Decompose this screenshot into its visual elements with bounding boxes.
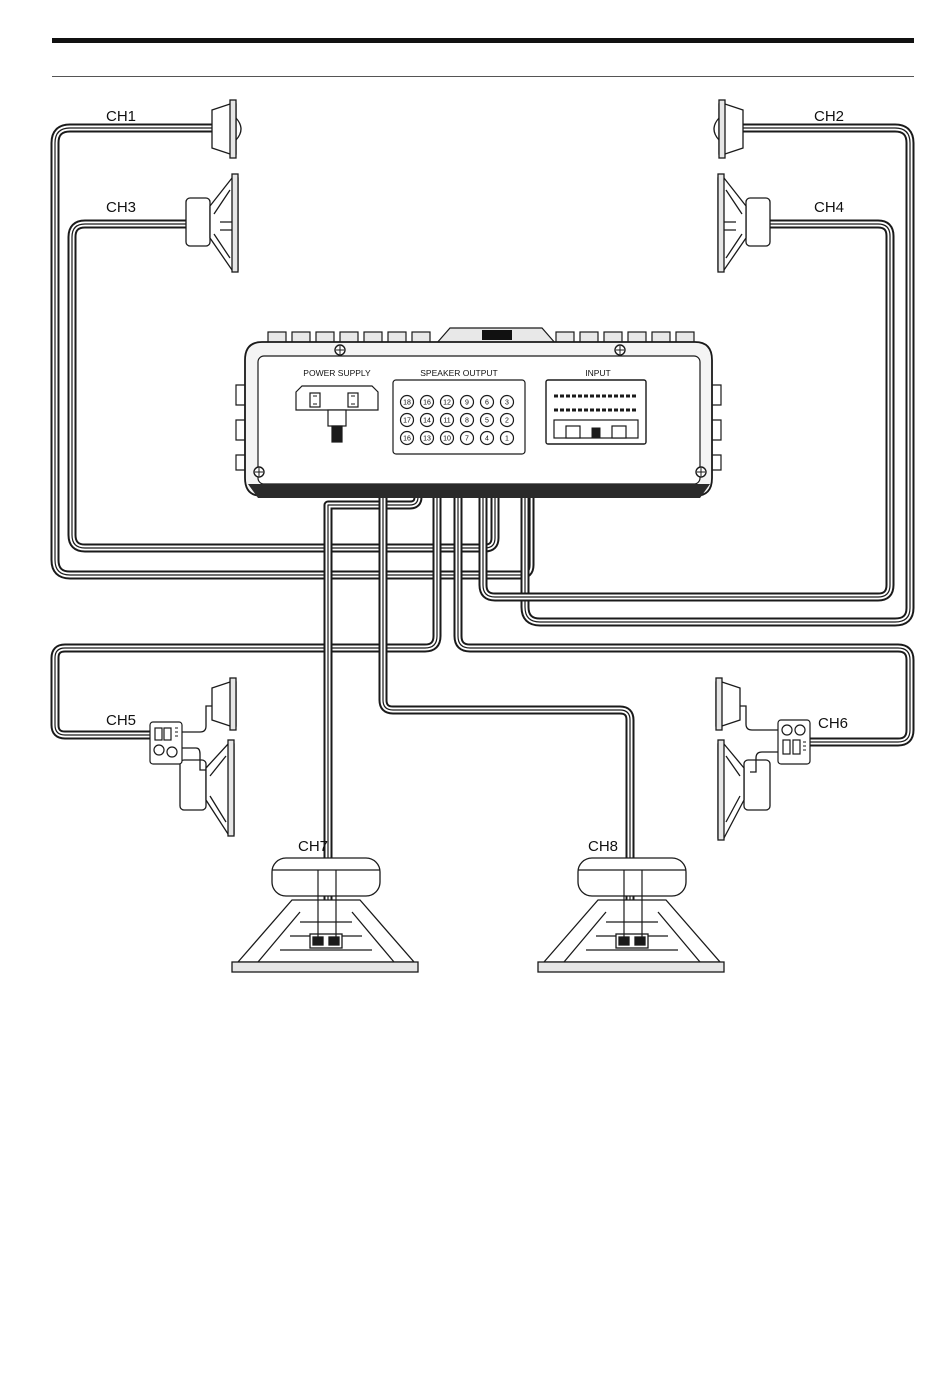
input-connector	[546, 380, 646, 444]
amp-base	[248, 484, 710, 498]
wire-group	[55, 128, 910, 940]
terminal-number: 5	[485, 418, 489, 425]
label-ch5: CH5	[106, 712, 136, 729]
label-ch6: CH6	[818, 715, 848, 732]
terminal-number: 3	[505, 400, 509, 407]
label-ch8: CH8	[588, 838, 618, 855]
crossover-ch6	[778, 720, 810, 764]
header-thin-rule	[52, 76, 914, 77]
terminal-number: 17	[403, 418, 411, 425]
terminal-number: 16	[423, 400, 431, 407]
terminal-number: 2	[505, 418, 509, 425]
midrange-ch3	[186, 174, 238, 272]
terminal-number: 10	[443, 436, 451, 443]
terminal-number: 13	[423, 436, 431, 443]
subwoofer-ch7	[232, 858, 418, 972]
tweeter-ch2	[714, 100, 743, 158]
component-set-ch6	[716, 678, 778, 840]
label-ch3: CH3	[106, 199, 136, 216]
terminal-number: 6	[485, 400, 489, 407]
subwoofer-ch8	[538, 858, 724, 972]
header-thick-rule	[52, 38, 914, 43]
terminal-number: 8	[465, 418, 469, 425]
crossover-ch5	[150, 722, 182, 764]
label-ch1: CH1	[106, 108, 136, 125]
label-ch2: CH2	[814, 108, 844, 125]
terminal-number: 16	[403, 436, 411, 443]
terminal-number: 7	[465, 436, 469, 443]
label-ch4: CH4	[814, 199, 844, 216]
tweeter-ch1	[212, 100, 241, 158]
amp-badge	[482, 330, 512, 340]
label-ch7: CH7	[298, 838, 328, 855]
terminal-number: 4	[485, 436, 489, 443]
terminal-number: 14	[423, 418, 431, 425]
terminal-number: 18	[403, 400, 411, 407]
speaker-output-label: SPEAKER OUTPUT	[420, 368, 497, 378]
terminal-number: 11	[443, 418, 450, 425]
component-set-ch5	[180, 678, 236, 836]
terminal-number: 1	[505, 436, 509, 443]
power-supply-label: POWER SUPPLY	[303, 368, 371, 378]
terminal-number: 9	[465, 400, 469, 407]
terminal-number: 12	[443, 400, 451, 407]
input-label: INPUT	[585, 368, 611, 378]
midrange-ch4	[718, 174, 770, 272]
